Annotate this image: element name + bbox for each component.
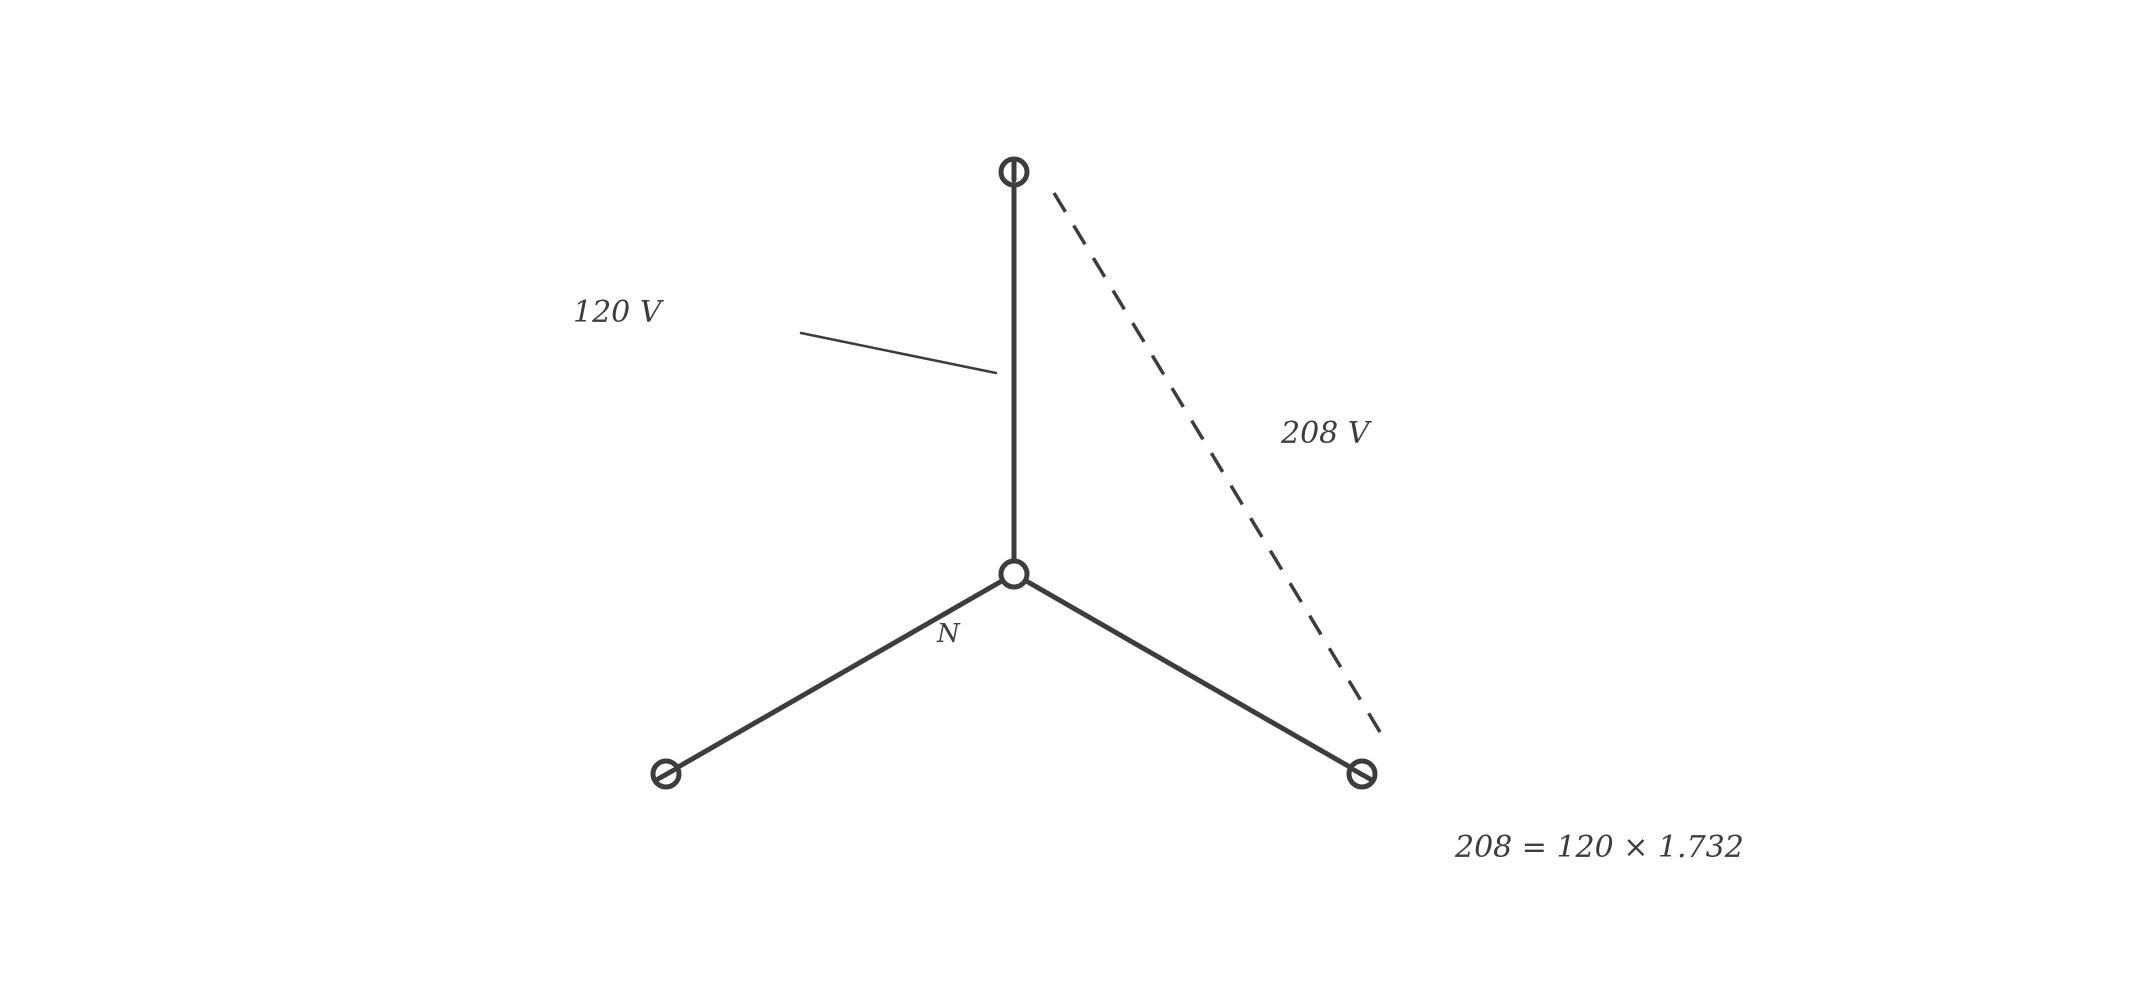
phase-voltage-label: 120 V: [573, 295, 665, 330]
phase-c-winding: [1011, 571, 1365, 777]
right-terminal-mark: [1351, 767, 1373, 782]
neutral-terminal: [998, 558, 1030, 590]
voltage-equation: 208 = 120 × 1.732: [1454, 830, 1744, 865]
phase-voltage-leader-line: [799, 331, 998, 375]
line-voltage-label: 208 V: [1280, 416, 1373, 451]
phase-b-winding: [663, 571, 1017, 777]
left-terminal-mark: [655, 767, 677, 782]
line-to-line-dashed-line: [1052, 192, 1385, 738]
neutral-label: N: [936, 619, 961, 649]
